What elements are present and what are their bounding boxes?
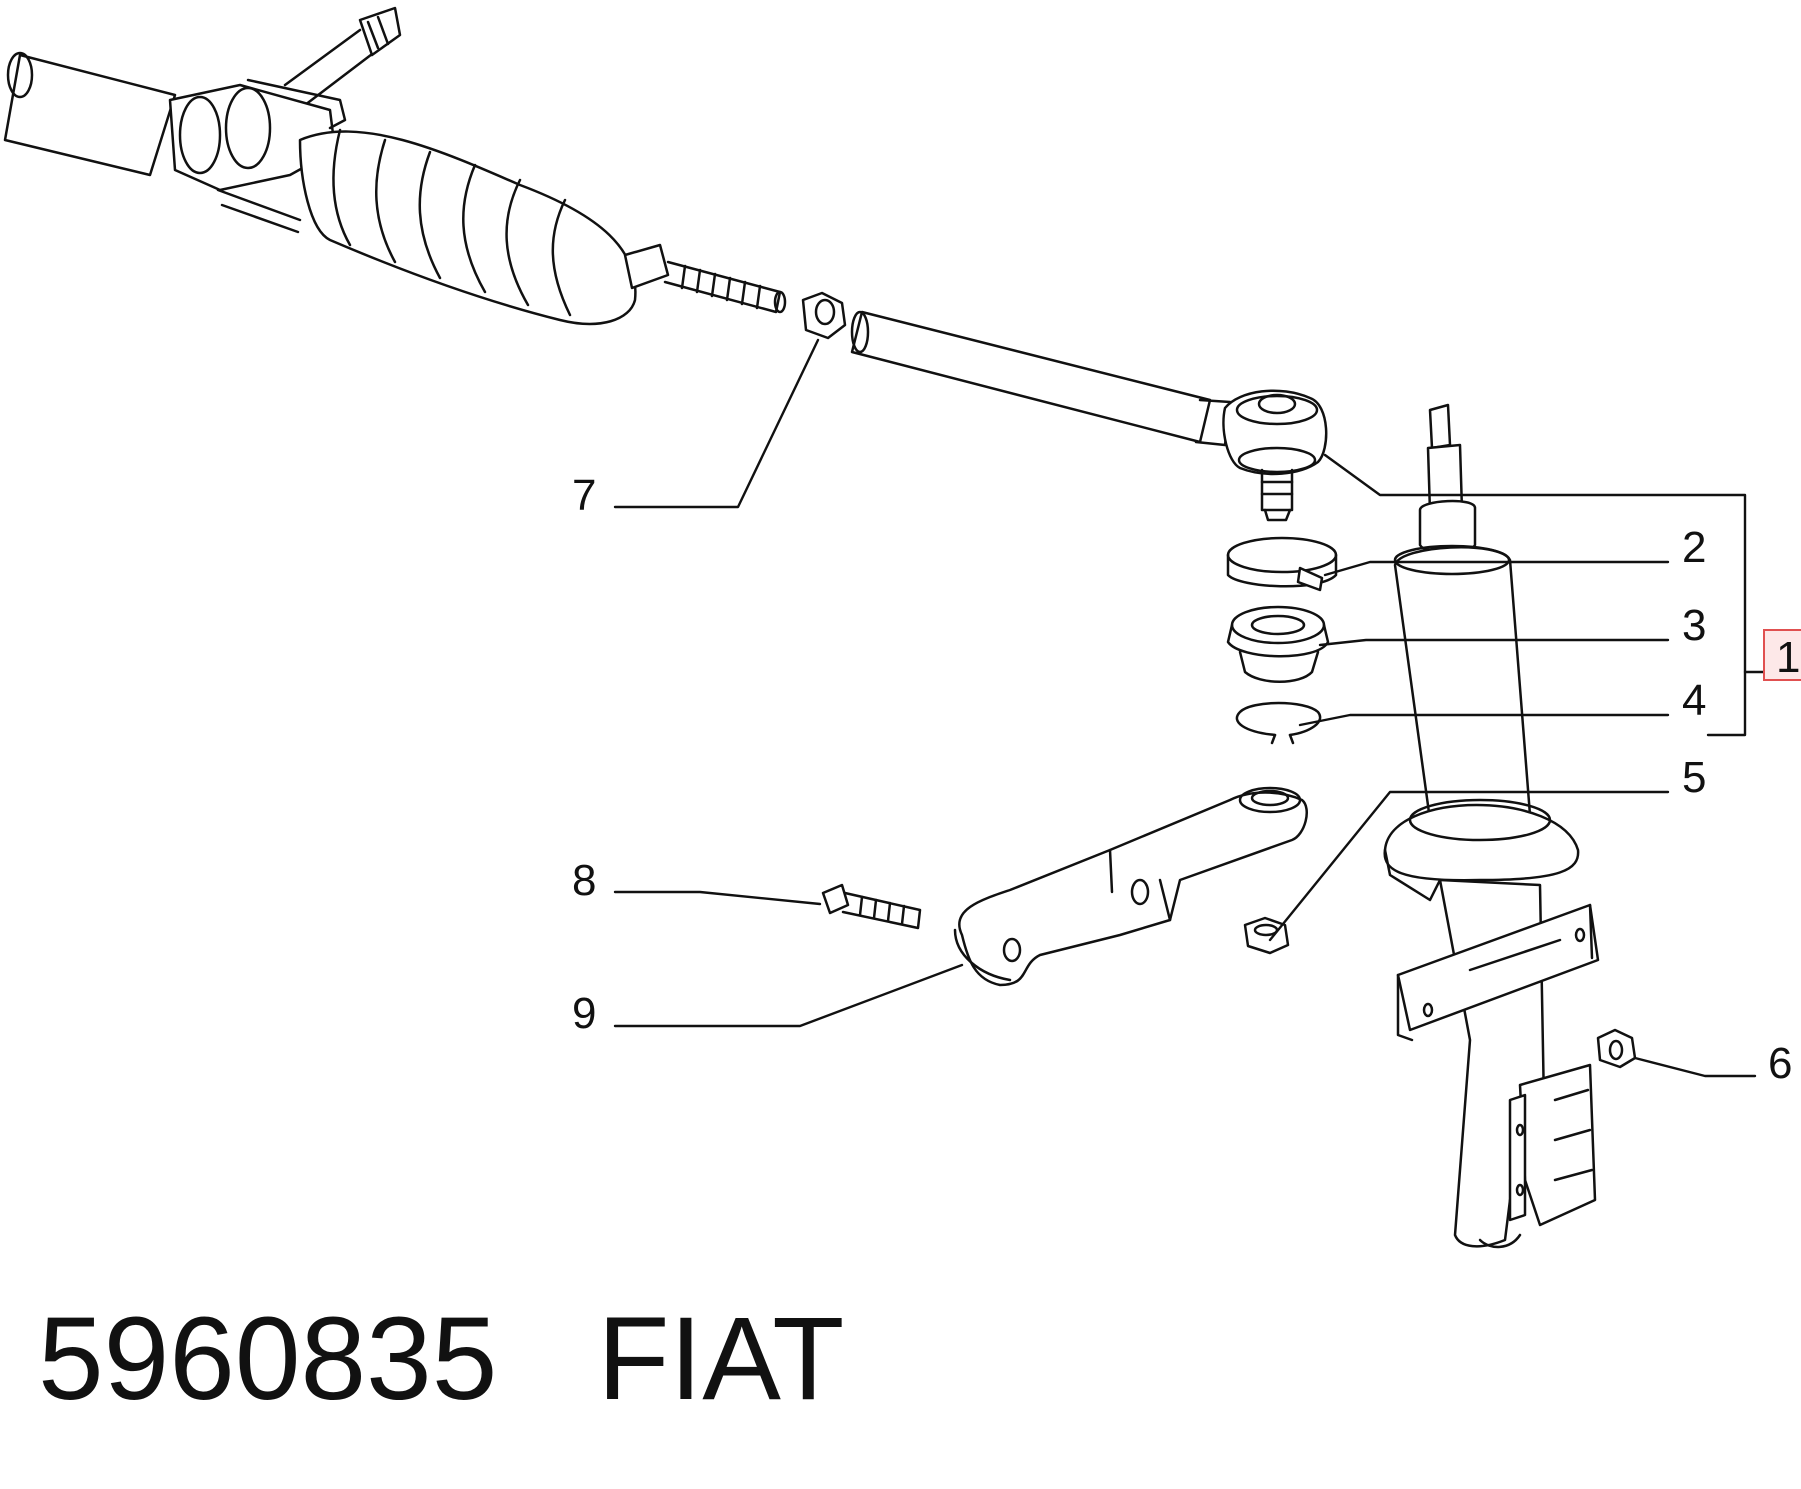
callout-6: 6 — [1768, 1039, 1792, 1088]
part-8-bolt — [821, 883, 922, 930]
shock-absorber-strut — [1383, 403, 1600, 1249]
leader-3 — [1318, 638, 1670, 647]
part-5-nut — [1243, 916, 1290, 955]
leader-5 — [1268, 790, 1670, 942]
leader-4 — [1298, 713, 1670, 727]
callout-1-highlight — [1763, 629, 1801, 681]
callout-7: 7 — [572, 471, 596, 520]
part-4-circlip — [1235, 701, 1322, 745]
bracket-1 — [1323, 453, 1747, 737]
leader-6 — [1633, 1056, 1757, 1078]
callout-2: 2 — [1682, 523, 1706, 572]
part-3-dust-boot — [1226, 605, 1330, 683]
part-6-nut — [1596, 1028, 1637, 1069]
callout-4: 4 — [1682, 676, 1706, 725]
leader-2 — [1323, 560, 1670, 577]
part-2-clamp-ring — [1226, 536, 1338, 592]
leader-lines — [613, 338, 1774, 1078]
callout-3: 3 — [1682, 601, 1706, 650]
callout-1: 1 — [1776, 633, 1800, 682]
callout-5: 5 — [1682, 753, 1706, 802]
steering-rack — [3, 6, 787, 326]
part-7-lock-nut — [801, 291, 847, 340]
leader-8 — [613, 890, 822, 906]
leader-7 — [613, 338, 820, 509]
brand-name: FIAT — [597, 1293, 845, 1425]
part-number: 5960835 — [38, 1293, 498, 1425]
part-1-tie-rod-end — [850, 310, 1328, 522]
leader-9 — [613, 963, 964, 1028]
part-9-steering-arm — [953, 786, 1308, 987]
callout-9: 9 — [572, 989, 596, 1038]
callout-8: 8 — [572, 856, 596, 905]
